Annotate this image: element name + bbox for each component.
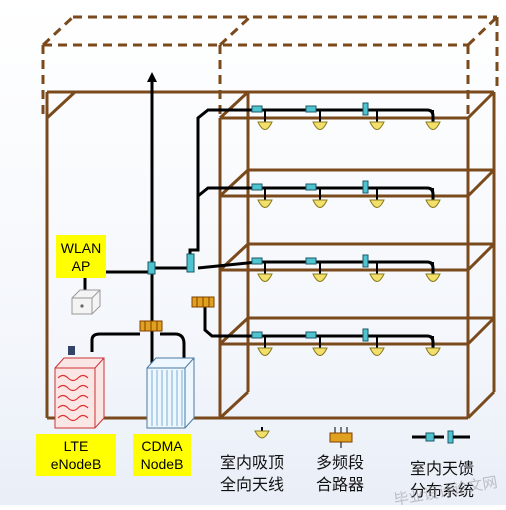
coupler-icon bbox=[251, 257, 263, 265]
legend-combiner-text: 多频段 合路器 bbox=[305, 452, 375, 496]
coupler-icon bbox=[305, 331, 317, 339]
legend-combiner-line1: 多频段 bbox=[315, 453, 364, 472]
ceiling-antenna-icon bbox=[369, 199, 385, 208]
floor-distribution bbox=[251, 102, 441, 356]
legend-antenna-line1: 室内吸顶 bbox=[219, 453, 284, 472]
legend-das-text: 室内天馈 分布系统 bbox=[400, 458, 484, 502]
ceiling-antenna-icon bbox=[369, 347, 385, 356]
coupler-icon bbox=[305, 183, 317, 191]
coupler-icon bbox=[251, 105, 263, 113]
up-arrow-icon bbox=[147, 72, 157, 82]
cdma-nodeb-cabinet bbox=[146, 357, 195, 429]
lte-enodeb-label: LTE eNodeB bbox=[36, 434, 116, 476]
floor-feeder-cable bbox=[258, 260, 435, 274]
feeder-cables bbox=[83, 82, 259, 370]
floor-feeder-cable bbox=[258, 334, 435, 348]
legend-antenna-icon bbox=[254, 427, 270, 439]
cdma-label-line1: CDMA bbox=[141, 438, 183, 454]
coupler-icon bbox=[305, 257, 317, 265]
ceiling-antenna-icon bbox=[257, 199, 273, 208]
splitter-icon bbox=[362, 254, 369, 268]
ceiling-antenna-icon bbox=[425, 347, 441, 356]
legend-combiner-line2: 合路器 bbox=[315, 475, 364, 494]
splitter-riser bbox=[147, 261, 156, 275]
ceiling-antenna-icon bbox=[369, 121, 385, 130]
legend-das-line1: 室内天馈 bbox=[409, 459, 474, 478]
ceiling-antenna-icon bbox=[312, 199, 328, 208]
splitter-icon bbox=[362, 102, 369, 116]
combiner-lower bbox=[139, 320, 163, 332]
ceiling-antenna-icon bbox=[425, 273, 441, 282]
legend-antenna-text: 室内吸顶 全向天线 bbox=[210, 452, 294, 496]
splitter-main bbox=[186, 253, 195, 273]
ceiling-antenna-icon bbox=[425, 121, 441, 130]
lte-label-line1: LTE bbox=[63, 438, 89, 454]
floor-feeder-cable bbox=[258, 108, 435, 122]
wlan-label-line1: WLAN bbox=[60, 239, 102, 256]
wlan-ap-device bbox=[71, 289, 101, 315]
building-frame bbox=[41, 15, 499, 420]
wlan-ap-label: WLAN AP bbox=[56, 235, 106, 278]
wlan-label-line2: AP bbox=[71, 257, 91, 274]
splitter-icon bbox=[362, 180, 369, 194]
ceiling-antenna-icon bbox=[257, 273, 273, 282]
legend-antenna-line2: 全向天线 bbox=[219, 475, 284, 494]
combiner-upper bbox=[191, 296, 215, 308]
ceiling-antenna-icon bbox=[369, 273, 385, 282]
cdma-nodeb-label: CDMA NodeB bbox=[133, 434, 191, 476]
cdma-label-line2: NodeB bbox=[140, 456, 184, 472]
floor-feeder-cable bbox=[258, 186, 435, 200]
legend-combiner-icon bbox=[329, 427, 353, 448]
ceiling-antenna-icon bbox=[312, 121, 328, 130]
splitter-icon bbox=[362, 328, 369, 342]
coupler-icon bbox=[305, 105, 317, 113]
lte-label-line2: eNodeB bbox=[50, 456, 102, 472]
coupler-icon bbox=[251, 331, 263, 339]
legend-das-icon bbox=[412, 430, 470, 444]
ceiling-antenna-icon bbox=[257, 121, 273, 130]
ceiling-antenna-icon bbox=[312, 347, 328, 356]
ceiling-antenna-icon bbox=[425, 199, 441, 208]
coupler-icon bbox=[251, 183, 263, 191]
ceiling-antenna-icon bbox=[312, 273, 328, 282]
legend-das-line2: 分布系统 bbox=[409, 481, 474, 500]
lte-enodeb-cabinet bbox=[54, 346, 105, 429]
ceiling-antenna-icon bbox=[257, 347, 273, 356]
